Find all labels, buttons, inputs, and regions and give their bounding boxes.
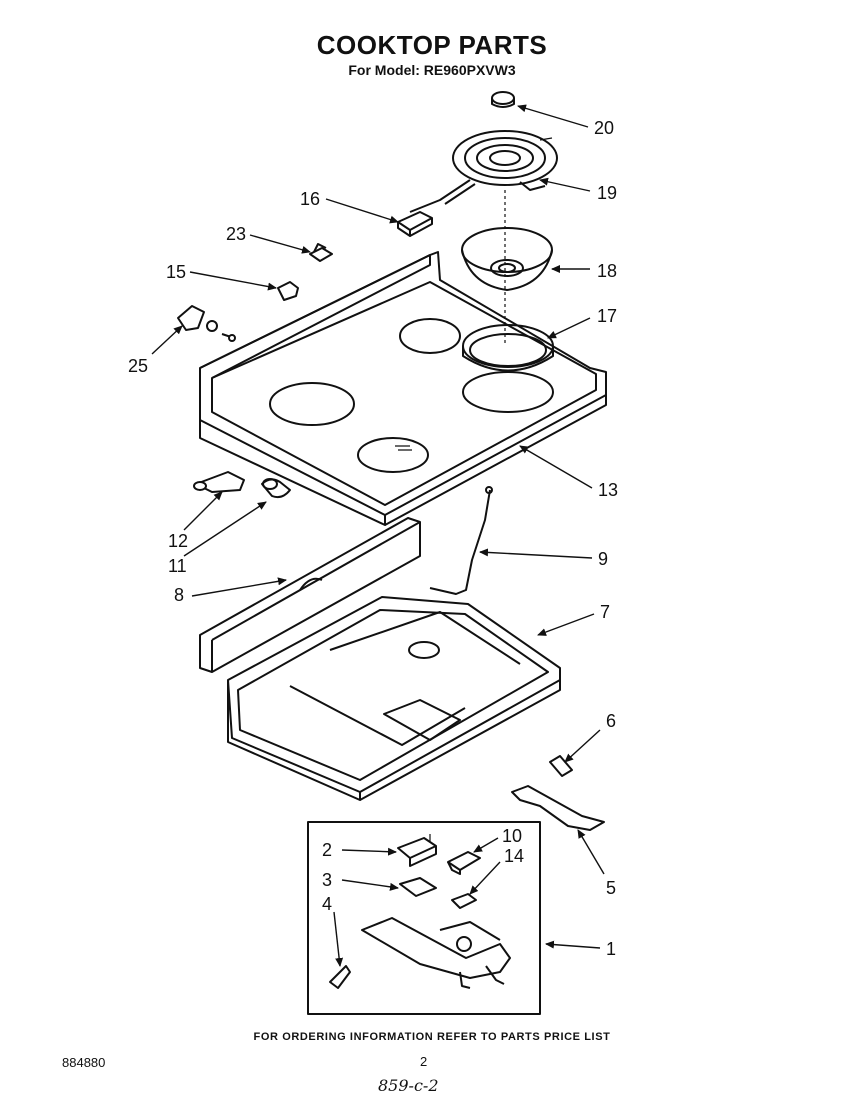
part-7-drawing bbox=[227, 596, 561, 801]
callout-19: 19 bbox=[597, 183, 617, 203]
ordering-info-note: FOR ORDERING INFORMATION REFER TO PARTS … bbox=[253, 1031, 611, 1043]
callout-17: 17 bbox=[597, 306, 617, 326]
callout-20: 20 bbox=[594, 118, 614, 138]
part-9-drawing bbox=[429, 486, 493, 595]
page-number: 2 bbox=[420, 1054, 428, 1069]
callout-14: 14 bbox=[504, 846, 524, 866]
callout-18: 18 bbox=[597, 261, 617, 281]
part-25-drawing bbox=[177, 305, 236, 342]
diagram-title: COOKTOP PARTS bbox=[316, 30, 548, 60]
callout-8: 8 bbox=[174, 585, 184, 605]
callout-1: 1 bbox=[606, 939, 616, 959]
callout-3: 3 bbox=[322, 870, 332, 890]
handwritten-note: 859-c-2 bbox=[378, 1076, 439, 1095]
part-20-drawing bbox=[491, 91, 515, 108]
part-23-drawing bbox=[309, 243, 333, 262]
callout-10: 10 bbox=[502, 826, 522, 846]
part-15-drawing bbox=[277, 281, 299, 301]
switch-assembly-box bbox=[307, 821, 541, 1015]
callout-7: 7 bbox=[600, 602, 610, 622]
model-subtitle: For Model: RE960PXVW3 bbox=[348, 62, 516, 78]
part-6-drawing bbox=[549, 755, 573, 777]
callout-13: 13 bbox=[598, 480, 618, 500]
callout-23: 23 bbox=[226, 224, 246, 244]
part-5-drawing bbox=[511, 785, 605, 831]
part-13-drawing bbox=[199, 251, 607, 526]
callout-12: 12 bbox=[168, 531, 188, 551]
callout-2: 2 bbox=[322, 840, 332, 860]
callout-25: 25 bbox=[128, 356, 148, 376]
document-number: 884880 bbox=[62, 1055, 106, 1070]
callout-5: 5 bbox=[606, 878, 616, 898]
part-8-drawing bbox=[199, 517, 421, 673]
part-19-drawing bbox=[409, 130, 558, 213]
part-18-drawing bbox=[461, 227, 553, 291]
callout-6: 6 bbox=[606, 711, 616, 731]
callout-9: 9 bbox=[598, 549, 608, 569]
callout-16: 16 bbox=[300, 189, 320, 209]
part-11-drawing bbox=[261, 478, 291, 499]
part-16-drawing bbox=[397, 211, 433, 237]
part-12-drawing bbox=[193, 471, 245, 493]
callout-15: 15 bbox=[166, 262, 186, 282]
callout-4: 4 bbox=[322, 894, 332, 914]
callout-11: 11 bbox=[168, 556, 187, 576]
